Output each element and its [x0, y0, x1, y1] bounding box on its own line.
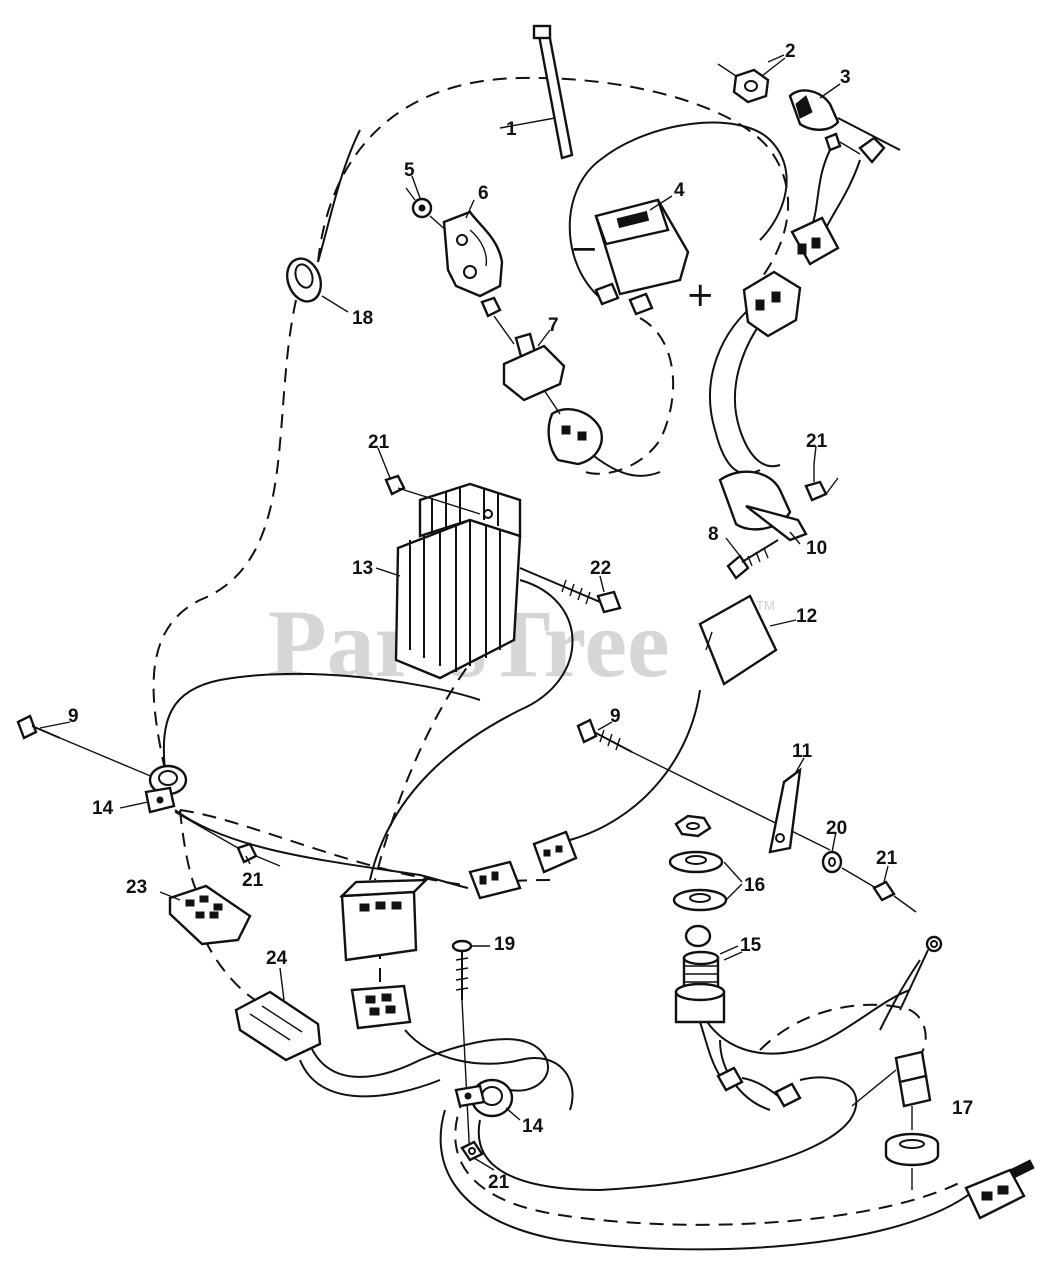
callout-4: 4	[674, 180, 685, 201]
part-11-strap	[768, 767, 802, 854]
part-4-hour-meter	[594, 198, 690, 316]
callout-21-bottom: 21	[488, 1172, 510, 1193]
part-20-washer	[821, 850, 877, 889]
callout-13: 13	[352, 558, 373, 579]
part-8-screw	[726, 539, 779, 580]
callout-9-left: 9	[68, 706, 79, 727]
callout-10: 10	[806, 538, 827, 559]
callout-1: 1	[506, 119, 517, 140]
connector-bottom-right	[964, 1159, 1035, 1220]
part-15-key-switch	[674, 924, 743, 1024]
callout-18: 18	[352, 308, 373, 329]
part-22-bolt	[519, 567, 622, 614]
part-9-bolt-left	[16, 714, 161, 781]
callout-7: 7	[548, 315, 559, 336]
terminal-spades-lower	[699, 1021, 802, 1108]
part-19-screw	[451, 939, 473, 1161]
callout-leaders	[39, 57, 897, 1171]
connector-plug-top-right	[790, 216, 840, 266]
connector-block-center-lower	[350, 984, 412, 1030]
callout-14-bottom: 14	[522, 1116, 544, 1137]
connector-two-pin-mid	[468, 830, 578, 900]
callout-19: 19	[494, 934, 515, 955]
callout-8: 8	[708, 524, 719, 545]
part-12-decal	[698, 594, 778, 686]
callout-9-right: 9	[610, 706, 621, 727]
callout-21-regulator: 21	[368, 432, 390, 453]
callout-11: 11	[792, 741, 813, 762]
part-21-nut-right	[804, 464, 839, 502]
callout-5: 5	[404, 160, 415, 181]
part-2-nut	[717, 54, 785, 104]
ring-terminal	[899, 935, 943, 1011]
part-10-connector	[718, 270, 808, 542]
callout-23: 23	[126, 877, 147, 898]
callout-2: 2	[785, 41, 796, 62]
part-24-plug	[234, 990, 322, 1062]
part-21-nut-bottom	[460, 1140, 484, 1162]
part-14-clamp-left	[144, 764, 188, 814]
callout-21-right: 21	[806, 431, 828, 452]
part-21-nut-left	[174, 811, 281, 867]
callout-6: 6	[478, 183, 489, 204]
callout-24: 24	[266, 948, 288, 969]
callout-17: 17	[952, 1098, 973, 1119]
part-17-grommet	[884, 1050, 940, 1190]
connector-block-center-upper	[338, 878, 429, 962]
callout-15: 15	[740, 935, 762, 956]
part-1-cable-tie	[499, 24, 574, 160]
part-16-bushings	[668, 814, 743, 912]
part-6-bracket	[442, 210, 504, 298]
callout-20: 20	[826, 818, 847, 839]
callout-22: 22	[590, 558, 611, 579]
polarity-minus: −	[570, 229, 599, 269]
callout-21-left: 21	[242, 870, 264, 891]
watermark-trademark: TM	[756, 598, 775, 613]
part-3-switch	[788, 89, 901, 231]
part-7-toggle-switch	[480, 296, 661, 477]
part-13-regulator	[394, 482, 522, 680]
callout-16: 16	[744, 875, 765, 896]
harness-wires	[152, 76, 976, 1251]
part-23-connector-block	[168, 884, 252, 946]
callout-21-far-right: 21	[876, 848, 898, 869]
part-14-clamp-bottom	[454, 1078, 514, 1118]
callout-14-left: 14	[92, 798, 114, 819]
part-9-bolt-right	[576, 718, 831, 851]
part-21-nut-regulator	[384, 474, 481, 515]
part-5-nut	[405, 187, 449, 233]
part-21-nut-far-right	[872, 880, 917, 913]
polarity-plus: +	[686, 275, 715, 315]
part-18-cable-clamp	[285, 257, 349, 313]
callout-12: 12	[796, 606, 817, 627]
callout-labels: 1 2 3 4 5 6 7 8 9 9 10 11 12 13 14 14 15…	[68, 41, 973, 1193]
callout-3: 3	[840, 67, 851, 88]
